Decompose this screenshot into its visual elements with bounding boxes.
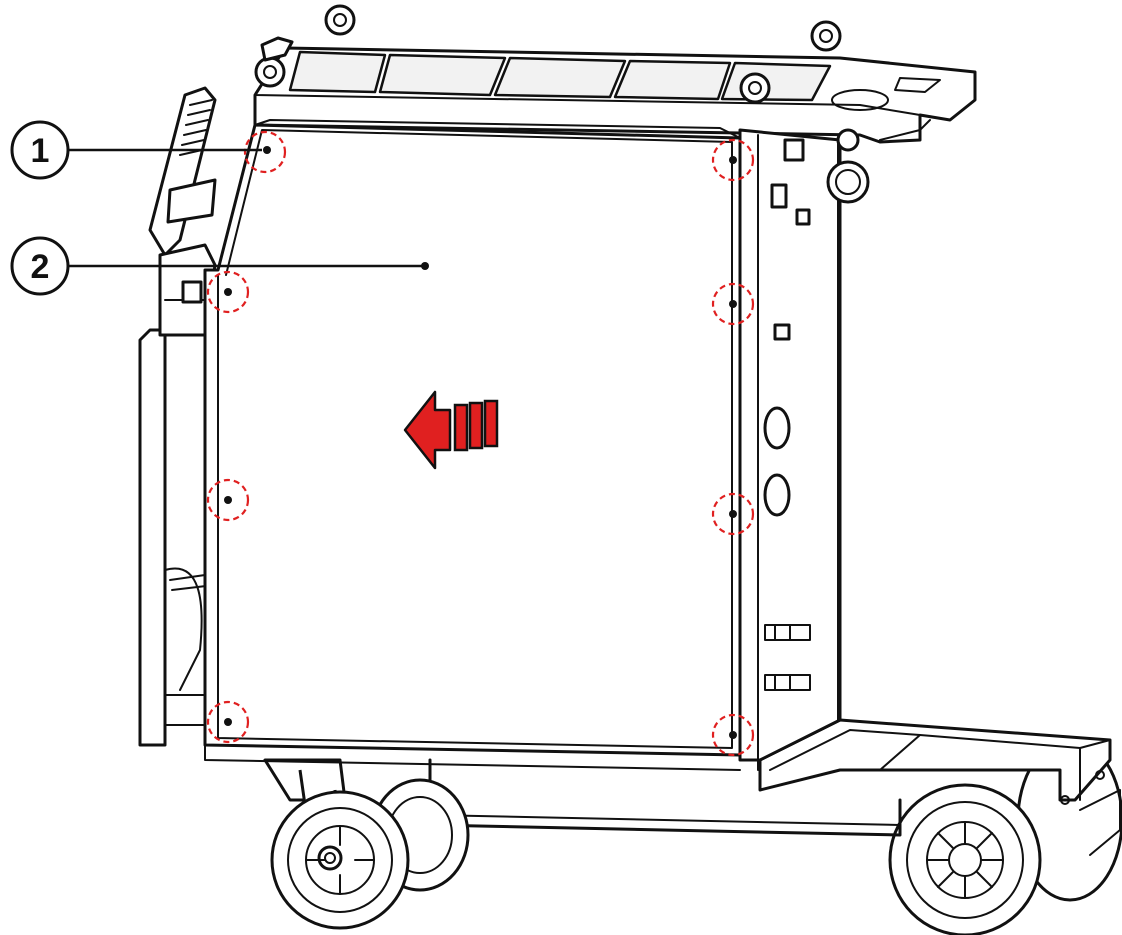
right-side-panel — [738, 128, 870, 771]
callout-1-label: 1 — [31, 132, 50, 170]
rear-wheel — [888, 738, 1122, 935]
slide-direction-arrow — [403, 390, 499, 470]
screw-marker-upper-right — [711, 282, 755, 326]
screw-marker-bottom-right — [711, 713, 755, 757]
arrow-tail-bar-1 — [453, 403, 469, 452]
arrow-left-icon — [403, 390, 452, 470]
arrow-tail-bar-2 — [468, 401, 484, 450]
screw-marker-bottom-left — [206, 700, 250, 744]
arrow-tail-bar-3 — [483, 399, 499, 448]
screw-marker-mid-left — [206, 478, 250, 522]
screw-marker-top-left — [243, 130, 287, 174]
callout-1: 1 — [10, 120, 262, 180]
lifting-eyes — [254, 4, 842, 104]
screw-markers — [206, 130, 755, 757]
callout-2: 2 — [10, 236, 429, 296]
cart-handle — [138, 86, 217, 747]
top-tray — [253, 46, 977, 144]
screw-marker-upper-left — [206, 270, 250, 314]
screw-marker-mid-right — [711, 492, 755, 536]
base-chassis — [428, 718, 1121, 856]
front-caster-wheels — [263, 758, 470, 930]
callout-2-label: 2 — [31, 248, 50, 286]
screw-marker-top-right — [711, 138, 755, 182]
